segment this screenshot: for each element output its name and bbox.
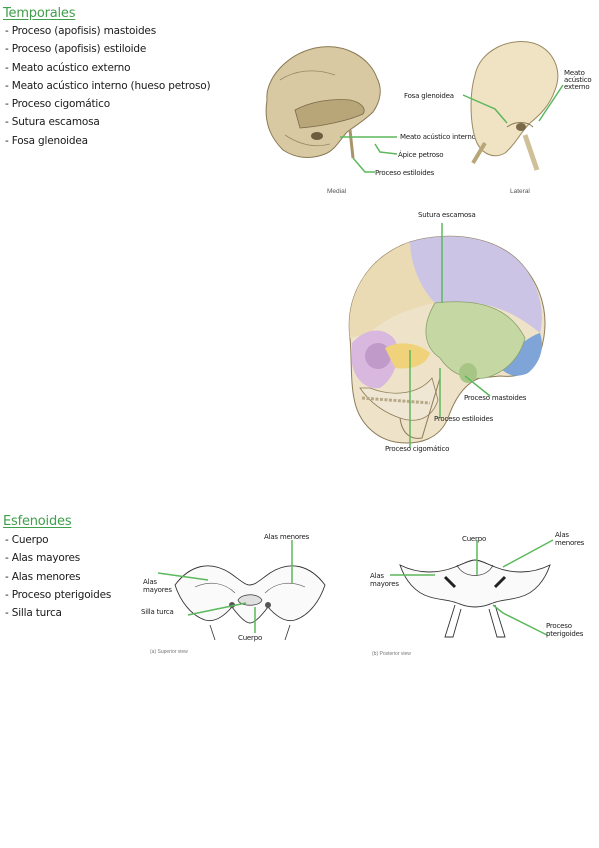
- label-proceso-cigomatico: Proceso cigomático: [385, 445, 450, 453]
- label-meato-externo: Meato acústico externo: [564, 69, 592, 91]
- label-proceso-mastoides: Proceso mastoides: [464, 394, 527, 402]
- list-item: - Sutura escamosa: [5, 116, 100, 129]
- label-apice-petroso: Ápice petroso: [398, 151, 444, 159]
- esfenoides-heading: Esfenoides: [3, 514, 72, 529]
- label-meato-interno: Meato acústico interno: [400, 133, 476, 141]
- sphenoid-posterior-illustration: [390, 539, 554, 638]
- list-item: - Meato acústico externo: [5, 61, 131, 74]
- list-item: - Proceso (apofisis) estiloide: [5, 43, 147, 56]
- list-item: - Meato acústico interno (hueso petroso): [5, 79, 211, 92]
- temporal-lateral-illustration: [462, 41, 564, 171]
- sphenoid-superior-illustration: [157, 540, 326, 641]
- label-alas-menores-sup: Alas menores: [264, 533, 310, 541]
- list-item: - Cuerpo: [5, 534, 49, 546]
- label-silla-turca-sup: Silla turca: [141, 608, 174, 616]
- label-sutura-escamosa: Sutura escamosa: [418, 211, 476, 219]
- caption-posterior-view: (b) Posterior view: [372, 651, 411, 657]
- label-alas-menores-post: Alas menores: [555, 531, 585, 547]
- list-item: - Proceso (apofisis) mastoides: [5, 25, 156, 37]
- list-item: - Fosa glenoidea: [5, 134, 88, 147]
- list-item: - Silla turca: [5, 607, 62, 620]
- list-item: - Alas menores: [5, 570, 81, 583]
- temporal-medial-illustration: [265, 46, 398, 173]
- label-proceso-pterigoides: Proceso pterigoides: [546, 622, 584, 638]
- list-item: - Proceso cigomático: [5, 98, 110, 111]
- temporales-list: - Proceso (apofisis) mastoides - Proceso…: [5, 22, 211, 150]
- caption-lateral: Lateral: [510, 188, 530, 195]
- esfenoides-list: - Cuerpo - Alas mayores - Alas menores -…: [5, 531, 111, 622]
- skull-illustration: [348, 223, 546, 448]
- list-item: - Proceso pterigoides: [5, 588, 112, 601]
- temporales-heading: Temporales: [3, 6, 76, 21]
- label-cuerpo-post: Cuerpo: [462, 535, 487, 543]
- caption-medial: Medial: [327, 188, 347, 195]
- label-proceso-estiloides-skull: Proceso estiloides: [434, 415, 494, 423]
- label-fosa-glenoidea: Fosa glenoidea: [404, 92, 454, 100]
- label-alas-mayores-sup: Alas mayores: [143, 578, 172, 594]
- label-cuerpo-sup: Cuerpo: [238, 634, 263, 642]
- label-proceso-estiloides-medial: Proceso estiloides: [375, 169, 435, 177]
- list-item: - Alas mayores: [5, 552, 80, 565]
- label-alas-mayores-post: Alas mayores: [370, 572, 399, 588]
- caption-superior-view: (a) Superior view: [150, 649, 188, 655]
